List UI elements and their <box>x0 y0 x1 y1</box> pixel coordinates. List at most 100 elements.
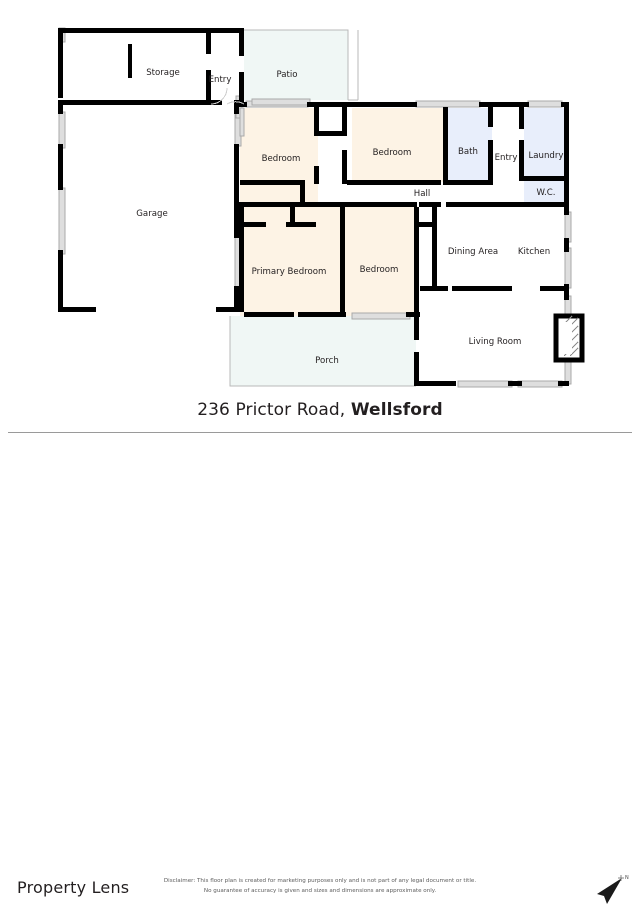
address-street: 236 Prictor Road, <box>197 400 346 420</box>
disclaimer: Disclaimer: This floor plan is created f… <box>140 877 500 897</box>
window <box>564 247 572 289</box>
room-label-bath: Bath <box>458 147 478 157</box>
wall <box>342 150 347 184</box>
wall <box>216 307 240 312</box>
door-swing <box>210 87 228 105</box>
wall <box>239 28 244 56</box>
wall <box>452 286 512 291</box>
wall <box>240 180 302 185</box>
wall <box>540 286 569 291</box>
porch-outline <box>229 316 416 387</box>
north-arrow-icon: N <box>597 875 629 904</box>
wall <box>314 166 319 184</box>
room-label-hall: Hall <box>414 189 431 199</box>
room-label-porch: Porch <box>315 356 339 366</box>
wall <box>206 70 211 105</box>
footer-divider <box>8 432 632 433</box>
wall <box>561 102 569 107</box>
disclaimer-line-1: Disclaimer: This floor plan is created f… <box>163 878 477 884</box>
wall <box>314 131 342 136</box>
porch-fill <box>230 316 416 386</box>
bedroom4-fill <box>344 206 418 316</box>
patio-fill <box>244 30 348 100</box>
wall <box>244 222 266 227</box>
footer: Property Lens Disclaimer: This floor pla… <box>0 433 640 904</box>
wall <box>300 180 305 204</box>
property-address: 236 Prictor Road, Wellsford <box>0 400 640 426</box>
wall <box>298 312 346 317</box>
room-label-entry-rear: Entry <box>495 153 518 163</box>
wall <box>307 102 355 107</box>
wall <box>488 140 493 185</box>
window <box>457 380 513 388</box>
window <box>58 111 66 149</box>
brand-name: Property Lens <box>17 878 130 897</box>
wall <box>564 284 569 300</box>
wall <box>345 202 417 207</box>
window <box>564 211 572 243</box>
wall <box>414 207 419 315</box>
wall <box>239 102 247 107</box>
wall <box>355 102 417 107</box>
address-suburb: Wellsford <box>350 400 443 420</box>
window <box>251 98 311 106</box>
room-label-primary-bedroom: Primary Bedroom <box>252 267 327 277</box>
wall <box>58 250 63 312</box>
room-label-patio: Patio <box>276 70 297 80</box>
window <box>415 100 481 108</box>
wall <box>443 107 448 185</box>
wall <box>244 312 294 317</box>
wall <box>406 312 420 317</box>
wall <box>234 286 239 312</box>
laundry-fill <box>524 108 568 180</box>
wall <box>558 381 569 386</box>
fireplace-icon <box>553 313 585 363</box>
room-label-wc: W.C. <box>537 188 556 198</box>
wall <box>564 181 569 207</box>
wall <box>414 352 419 386</box>
wall <box>508 381 522 386</box>
compass-north-label: N <box>625 875 629 881</box>
wall <box>519 107 524 129</box>
door-swings <box>210 87 245 105</box>
wall <box>420 286 448 291</box>
wall <box>210 28 244 33</box>
window <box>239 107 245 137</box>
wall <box>239 202 345 207</box>
wall <box>239 96 244 104</box>
wall <box>414 381 456 386</box>
wall <box>58 100 214 105</box>
wall <box>432 227 437 289</box>
room-label-garage: Garage <box>136 209 167 219</box>
wall <box>414 312 419 340</box>
wall <box>347 180 441 185</box>
wall <box>564 207 569 215</box>
room-labels: Storage Entry Patio Garage Bedroom Bedro… <box>136 68 563 366</box>
thin-outlines <box>229 29 416 387</box>
wall <box>342 107 347 136</box>
room-label-bedroom-2: Bedroom <box>262 154 301 164</box>
wall <box>488 107 493 127</box>
bath-fill <box>448 108 492 182</box>
wall <box>286 222 316 227</box>
window <box>58 187 66 255</box>
wall <box>479 102 529 107</box>
wall <box>446 202 522 207</box>
wall <box>314 107 319 135</box>
wall <box>206 28 211 54</box>
room-label-laundry: Laundry <box>528 151 563 161</box>
wall <box>58 307 96 312</box>
wall <box>414 222 436 227</box>
wc-fill <box>524 180 568 206</box>
wall <box>234 144 239 238</box>
room-label-dining-area: Dining Area <box>448 247 498 257</box>
walls <box>58 28 569 386</box>
room-label-bedroom-3: Bedroom <box>373 148 412 158</box>
wall <box>239 72 244 96</box>
disclaimer-line-2: No guarantee of accuracy is given and si… <box>203 887 437 894</box>
bedroom3-fill <box>352 108 444 182</box>
wall <box>58 100 63 114</box>
room-label-storage: Storage <box>146 68 180 78</box>
wall <box>128 44 132 78</box>
wall <box>206 100 222 105</box>
